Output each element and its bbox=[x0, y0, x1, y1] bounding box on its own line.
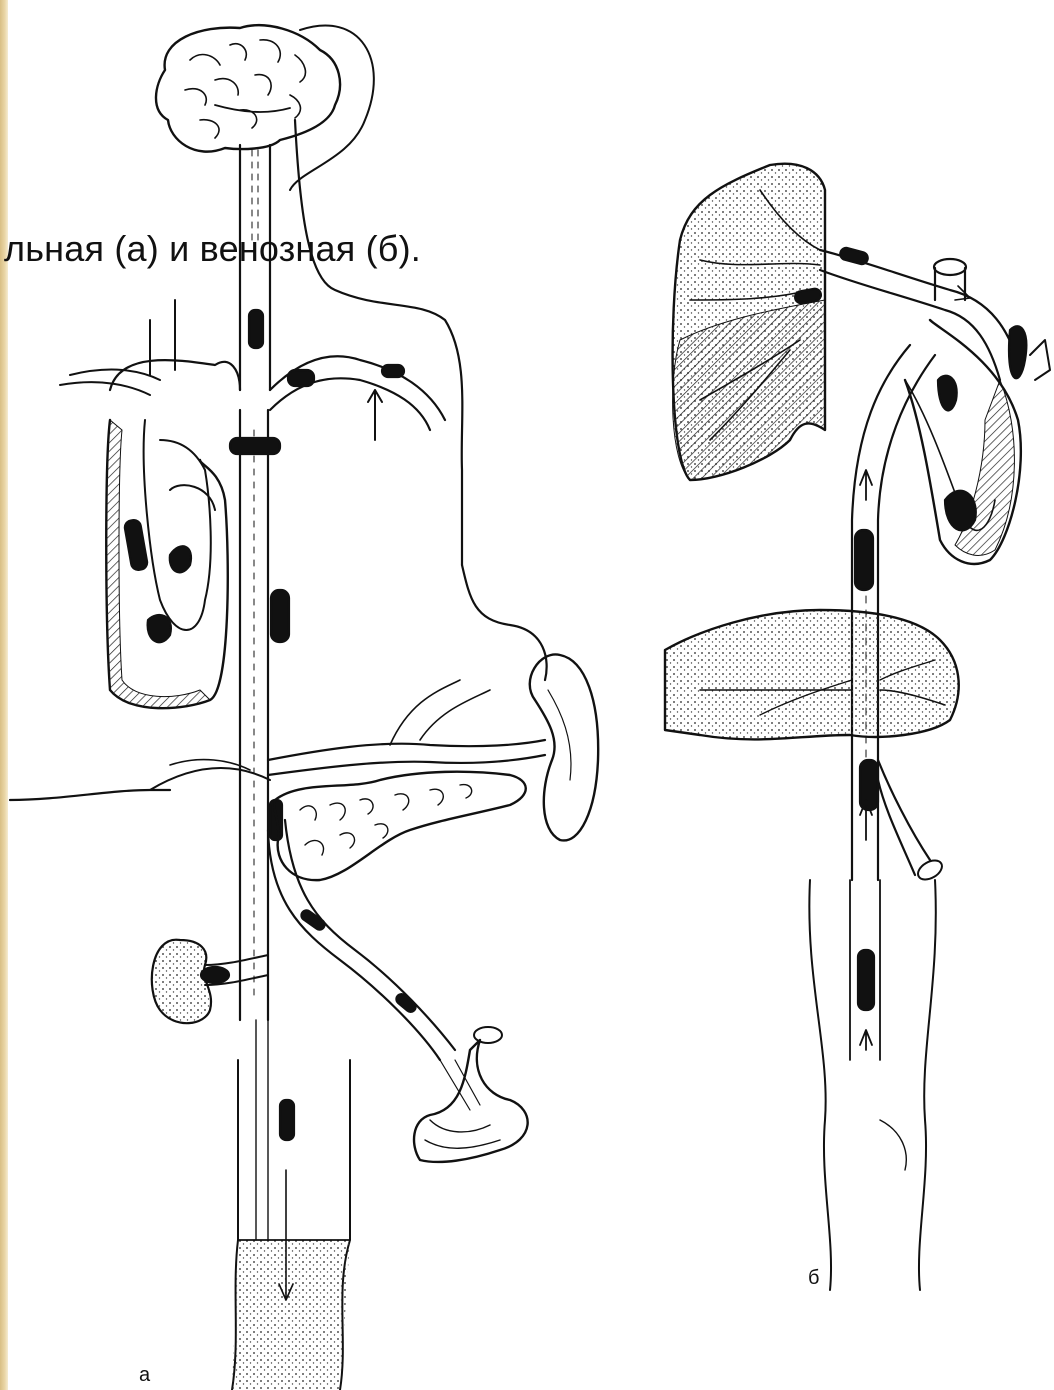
leg-a bbox=[232, 1020, 350, 1390]
brain bbox=[156, 25, 374, 190]
body-outline-left bbox=[10, 790, 170, 800]
spleen bbox=[530, 654, 598, 840]
liver-b bbox=[665, 610, 959, 739]
kidney-a bbox=[152, 940, 268, 1024]
figure-label-a: а bbox=[139, 1364, 150, 1387]
iliac-branch bbox=[878, 760, 930, 875]
caption-text: льная (а) и венозная (б). bbox=[4, 228, 421, 270]
blood-clot-mark bbox=[249, 310, 263, 348]
subclavian-right bbox=[270, 356, 445, 420]
liver-edge bbox=[150, 768, 270, 790]
figure-b bbox=[665, 164, 1050, 1290]
body-outline-stomach bbox=[462, 565, 547, 680]
pancreas bbox=[274, 772, 525, 880]
lung-b bbox=[673, 164, 825, 480]
figure-label-b: б bbox=[808, 1267, 819, 1290]
leg-b bbox=[809, 880, 935, 1290]
heart-b bbox=[905, 320, 1050, 564]
heart-a bbox=[106, 420, 228, 708]
body-outline-shoulder bbox=[295, 120, 462, 565]
splenic-artery bbox=[268, 740, 545, 760]
